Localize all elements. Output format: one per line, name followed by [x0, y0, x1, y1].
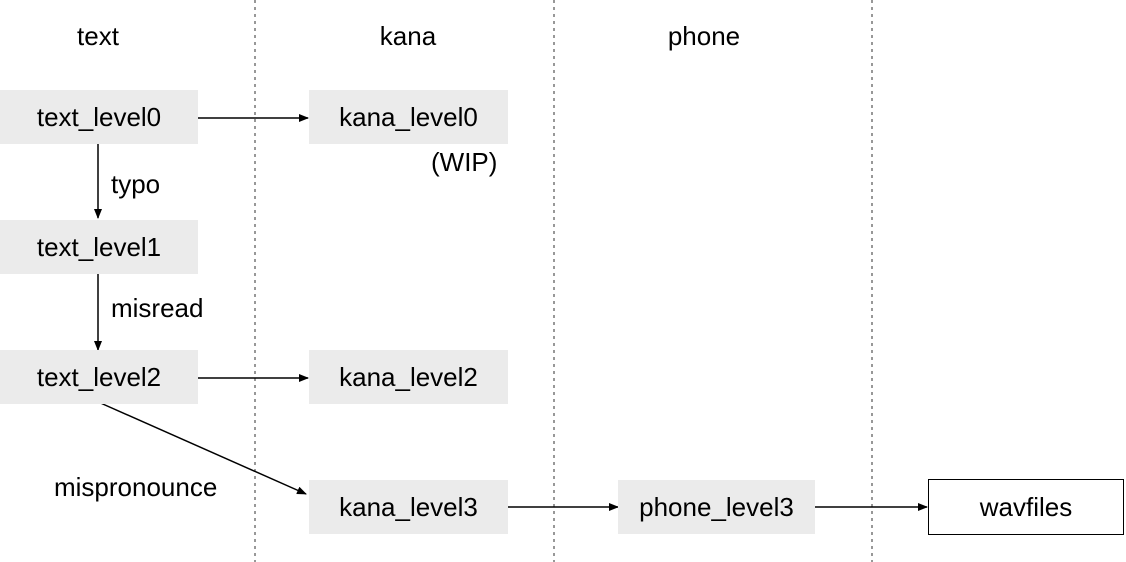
arrow-mispronounce: [95, 400, 307, 495]
label-wip-note: (WIP): [431, 147, 498, 177]
node-text-level2: text_level2: [0, 350, 198, 404]
label-mispronounce: mispronounce: [54, 472, 218, 502]
column-header-kana: kana: [379, 21, 437, 51]
node-text-level0: text_level0: [0, 90, 198, 144]
node-kana-level2: kana_level2: [309, 350, 508, 404]
node-kana-level3: kana_level3: [309, 480, 508, 534]
label-misread: misread: [111, 293, 204, 323]
node-kana-level0: kana_level0: [309, 90, 508, 144]
node-text-level1: text_level1: [0, 220, 198, 274]
node-wavfiles: wavfiles: [928, 479, 1124, 535]
column-header-phone: phone: [667, 21, 741, 51]
column-header-text: text: [77, 21, 119, 51]
node-phone-level3: phone_level3: [618, 480, 815, 534]
label-typo: typo: [111, 169, 161, 199]
